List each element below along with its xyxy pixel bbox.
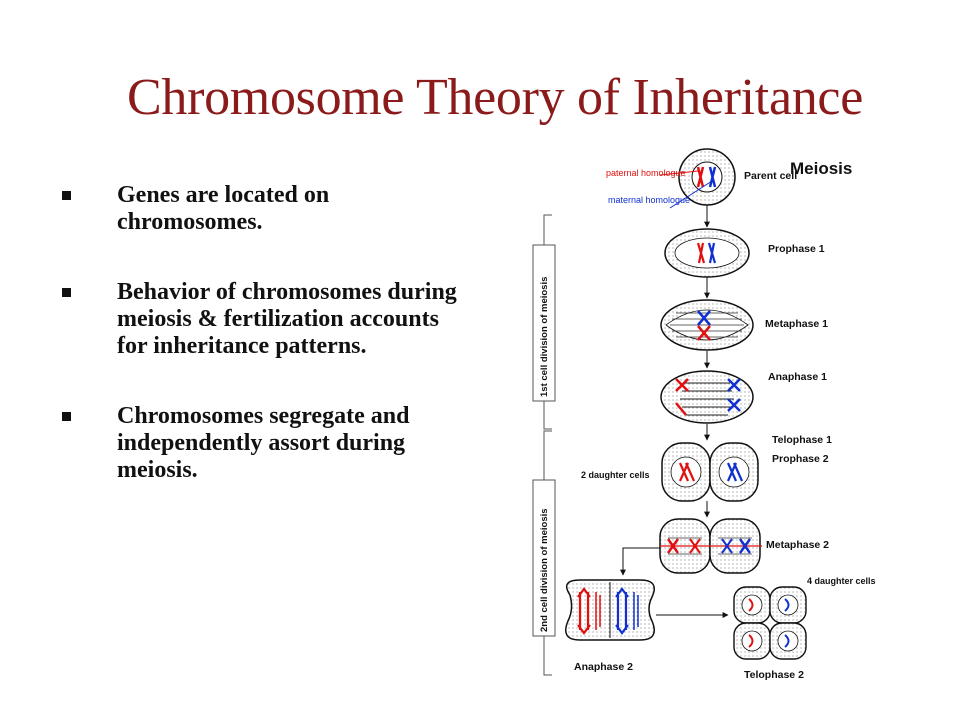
bullet-item: Genes are located on chromosomes. (62, 182, 462, 236)
square-bullet-icon (62, 288, 71, 297)
bullet-text: Behavior of chromosomes during meiosis &… (117, 279, 457, 359)
telophase2-label: Telophase 2 (744, 669, 804, 681)
prophase2-label: Prophase 2 (772, 453, 829, 465)
bullet-item: Chromosomes segregate and independently … (62, 403, 462, 484)
meiosis-diagram: Meiosis Parent cell paternal homologue m… (532, 148, 876, 681)
metaphase2-cells (659, 518, 762, 574)
first-division-bracket: 1st cell division of meiosis (532, 214, 556, 430)
telophase2-cells (733, 586, 807, 660)
square-bullet-icon (62, 412, 71, 421)
diagram-title: Meiosis (790, 159, 852, 178)
bullet-list: Genes are located on chromosomes. Behavi… (62, 182, 462, 527)
first-division-label: 1st cell division of meiosis (539, 277, 550, 397)
prophase1-label: Prophase 1 (768, 243, 825, 255)
two-daughter-cells-label: 2 daughter cells (581, 470, 650, 480)
second-division-bracket: 2nd cell division of meiosis (532, 430, 556, 676)
metaphase1-label: Metaphase 1 (765, 318, 828, 330)
metaphase2-label: Metaphase 2 (766, 539, 829, 551)
bullet-item: Behavior of chromosomes during meiosis &… (62, 279, 462, 360)
paternal-homologue-label: paternal homologue (606, 168, 686, 178)
parent-cell (678, 148, 736, 206)
bullet-text: Genes are located on chromosomes. (117, 182, 330, 235)
anaphase2-cells (565, 579, 655, 641)
slide-title: Chromosome Theory of Inheritance (127, 69, 863, 126)
telophase1-label: Telophase 1 (772, 434, 832, 446)
anaphase1-cell (660, 370, 754, 424)
second-division-label: 2nd cell division of meiosis (539, 508, 550, 632)
four-daughter-cells-label: 4 daughter cells (807, 576, 876, 586)
telophase1-cells (661, 442, 759, 502)
square-bullet-icon (62, 191, 71, 200)
anaphase1-label: Anaphase 1 (768, 371, 827, 383)
parent-cell-label: Parent cell (744, 170, 797, 182)
bullet-text: Chromosomes segregate and independently … (117, 403, 410, 483)
anaphase2-label: Anaphase 2 (574, 661, 633, 673)
maternal-homologue-label: maternal homologue (608, 195, 690, 205)
metaphase1-cell (660, 299, 754, 351)
prophase1-cell (664, 228, 750, 278)
